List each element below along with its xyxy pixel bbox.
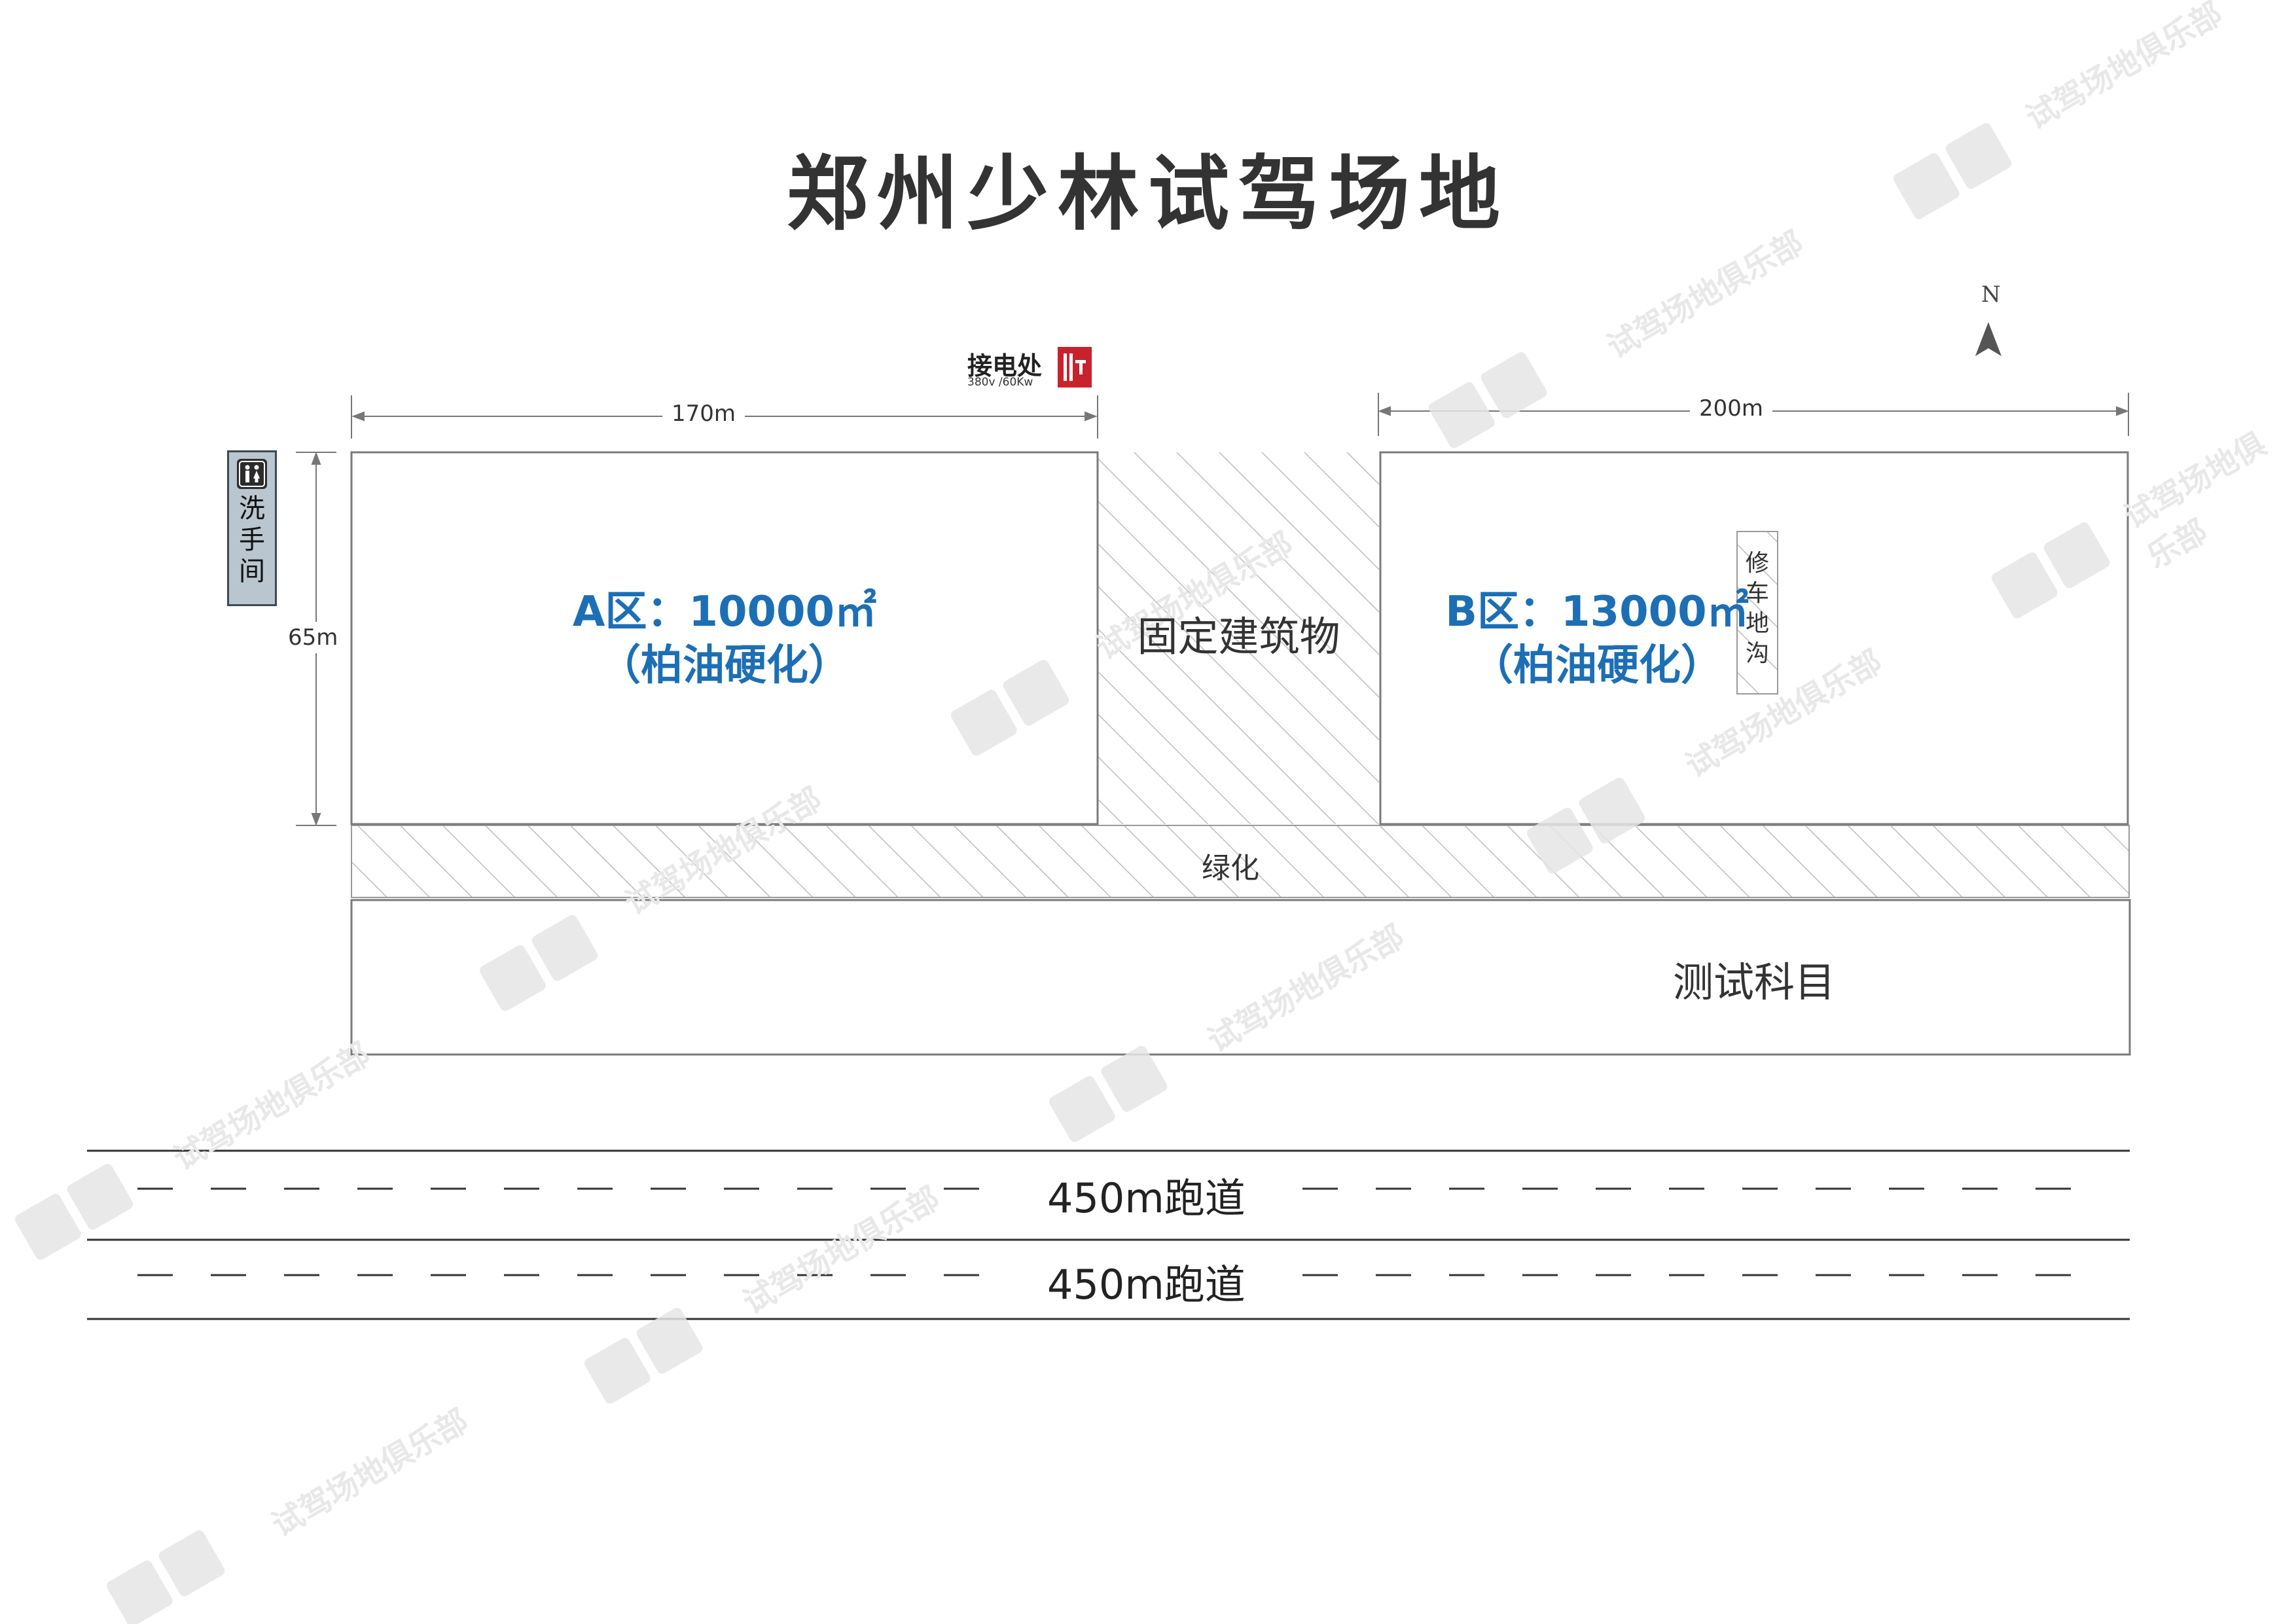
power-icon [1058,347,1092,388]
greenery-area [351,825,2130,898]
north-arrow-icon [1975,322,2001,356]
restroom-label-char: 手 [239,525,265,555]
power-label: 接电处 [967,352,1043,380]
test-area [350,899,2131,1056]
dimension-a-label: 170m [662,401,745,427]
zone-a-area-text: A区：10000㎡ [572,588,877,636]
power-spec: 380v /60Kw [967,376,1033,389]
restroom-label-char: 洗 [239,494,265,524]
runway-dashes [137,1187,2075,1276]
repair-pit-char: 地 [1745,610,1769,637]
building-area [1098,452,1379,824]
dimension-height-label: 65m [288,622,338,653]
north-label: N [1981,281,2001,308]
runway-lines [87,1149,2130,1320]
restroom-icon [237,459,267,489]
runway-2-label: 450m跑道 [1021,1252,1272,1310]
zone-a-surface-text: （柏油硬化） [599,641,850,690]
repair-pit-char: 沟 [1745,640,1769,667]
greenery-label: 绿化 [1202,852,1259,885]
test-area-label: 测试科目 [1672,958,1835,1006]
runway-1-label: 450m跑道 [1021,1165,1272,1224]
zone-b-area [1379,451,2129,825]
page-title: 郑州少林试驾场地 [786,147,1509,242]
dimension-b-label: 200m [1690,395,1773,422]
zone-b-label: B区：13000㎡ （柏油硬化） [1427,585,1767,693]
repair-pit-area [1736,531,1778,695]
repair-pit-label: 修 车 地 沟 [1737,549,1778,669]
watermark-layer [14,122,2110,1624]
zone-b-surface-text: （柏油硬化） [1471,641,1723,690]
building-label: 固定建筑物 [1137,613,1340,660]
restroom-sign: 洗 手 间 [227,450,277,606]
zone-a-area [350,451,1099,825]
zone-b-area-text: B区：13000㎡ [1445,588,1749,636]
zone-a-label: A区：10000㎡ （柏油硬化） [351,585,1098,693]
repair-pit-char: 修 [1745,550,1769,577]
restroom-label-char: 间 [239,556,265,586]
repair-pit-char: 车 [1745,580,1769,607]
